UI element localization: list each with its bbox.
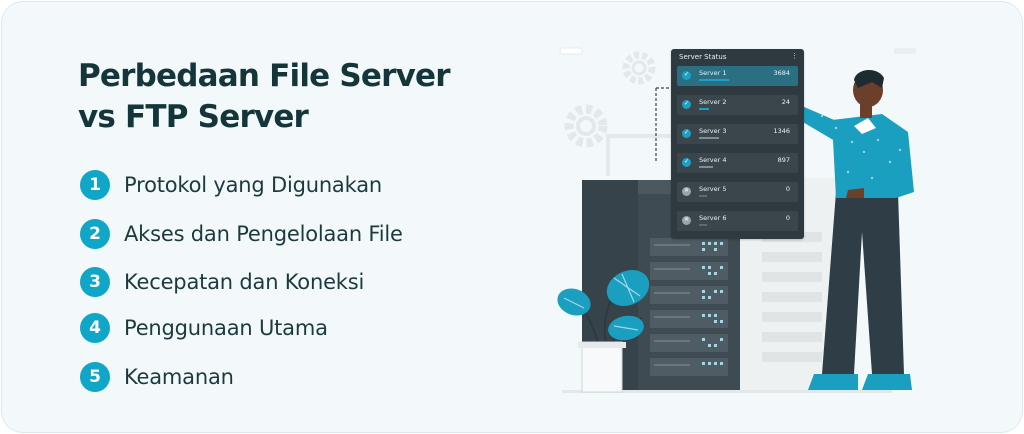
server-load-bar: [699, 108, 709, 110]
server-name: Server 3: [699, 127, 727, 135]
server-row: ✕ Server 5 0: [677, 182, 798, 202]
server-name: Server 4: [699, 156, 727, 164]
list-item-label: Penggunaan Utama: [124, 316, 328, 340]
server-name: Server 5: [699, 185, 727, 193]
list-item: 2 Akses dan Pengelolaan File: [80, 219, 403, 249]
more-options-icon: ⋮: [791, 53, 798, 60]
check-icon: ✓: [682, 100, 691, 109]
list-item-label: Akses dan Pengelolaan File: [124, 222, 403, 246]
number-badge: 4: [80, 313, 110, 343]
server-value: 0: [785, 185, 790, 193]
server-value: 24: [781, 98, 790, 106]
server-row: ✓ Server 4 897: [677, 153, 798, 173]
person-illustration: [782, 69, 914, 390]
list-item: 4 Penggunaan Utama: [80, 313, 328, 343]
list-item: 5 Keamanan: [80, 362, 234, 392]
list-item-label: Keamanan: [124, 365, 234, 389]
server-rack-illustration: [650, 232, 822, 376]
server-row: ✕ Server 6 0: [677, 211, 798, 231]
list-item: 1 Protokol yang Digunakan: [80, 170, 382, 200]
gear-icon: [564, 104, 608, 148]
server-name: Server 6: [699, 214, 727, 222]
server-status-panel: Server Status ⋮ ✓ Server 1 3684 ✓ Server…: [671, 49, 804, 239]
panel-title: Server Status: [679, 53, 727, 61]
server-value: 0: [785, 214, 790, 222]
plant-illustration: [557, 270, 650, 393]
server-load-bar: [699, 137, 719, 139]
server-value: 897: [777, 156, 790, 164]
number-badge: 3: [80, 267, 110, 297]
server-row: ✓ Server 3 1346: [677, 124, 798, 144]
number-badge: 5: [80, 362, 110, 392]
number-badge: 1: [80, 170, 110, 200]
check-icon: ✓: [682, 129, 691, 138]
server-load-bar: [699, 224, 707, 226]
server-value: 1346: [773, 127, 790, 135]
list-item-label: Kecepatan dan Koneksi: [124, 270, 365, 294]
server-row: ✓ Server 1 3684: [677, 66, 798, 86]
number-badge: 2: [80, 219, 110, 249]
list-item: 3 Kecepatan dan Koneksi: [80, 267, 364, 297]
check-icon: ✓: [682, 158, 691, 167]
title-line-1: Perbedaan File Server: [78, 58, 451, 94]
title-line-2: vs FTP Server: [78, 99, 309, 135]
server-load-bar: [699, 79, 729, 81]
page-title: Perbedaan File Server vs FTP Server: [78, 56, 498, 138]
server-name: Server 1: [699, 69, 727, 77]
server-load-bar: [699, 166, 713, 168]
server-load-bar: [699, 195, 707, 197]
check-icon: ✓: [682, 71, 691, 80]
x-icon: ✕: [682, 216, 691, 225]
list-item-label: Protokol yang Digunakan: [124, 173, 382, 197]
x-icon: ✕: [682, 187, 691, 196]
server-name: Server 2: [699, 98, 727, 106]
server-value: 3684: [773, 69, 790, 77]
server-row: ✓ Server 2 24: [677, 95, 798, 115]
gear-icon: [622, 51, 656, 85]
